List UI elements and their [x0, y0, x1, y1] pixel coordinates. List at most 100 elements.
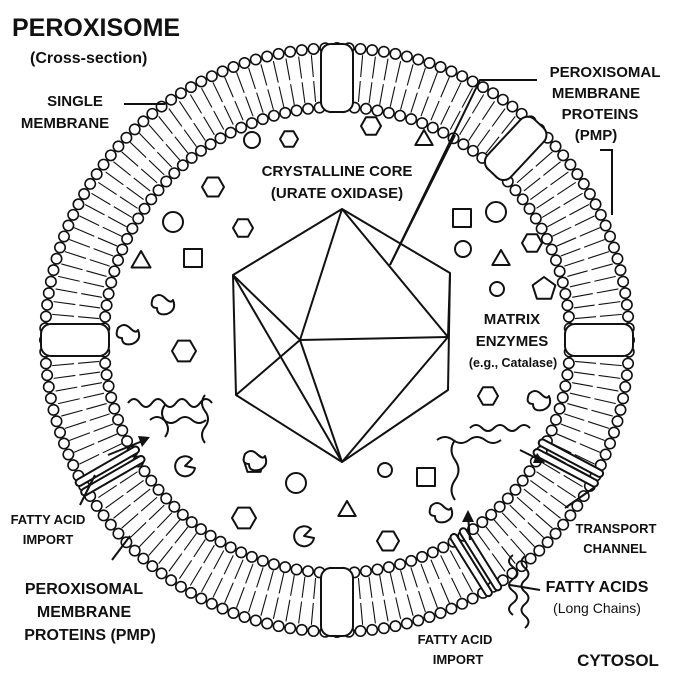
inner-lipid-head [291, 564, 301, 574]
inner-lipid-head [101, 300, 111, 310]
outer-lipid-head [79, 189, 89, 199]
inner-lipid-head [133, 213, 143, 223]
outer-lipid-head [130, 124, 140, 134]
inner-lipid-head [291, 105, 301, 115]
enzyme-hexagon [232, 508, 256, 529]
outer-lipid-head [106, 519, 116, 529]
outer-lipid-head [106, 150, 116, 160]
outer-lipid-head [285, 623, 295, 633]
diagram-subtitle: (Cross-section) [30, 50, 147, 67]
protein-body [321, 568, 353, 636]
pmp-right-leader [600, 150, 612, 215]
outer-lipid-head [207, 599, 217, 609]
fatty-acid-import-left-label: IMPORT [23, 532, 74, 547]
membrane-protein [565, 324, 633, 356]
outer-lipid-head [55, 427, 65, 437]
outer-lipid-head [196, 76, 206, 86]
outer-lipid-head [41, 311, 51, 321]
inner-lipid-head [187, 153, 197, 163]
inner-lipid-head [146, 194, 156, 204]
outer-lipid-head [565, 159, 575, 169]
pmp-bottom-label: MEMBRANE [37, 604, 132, 621]
inner-lipid-head [395, 559, 405, 569]
enzyme-hexagon [172, 341, 196, 362]
outer-lipid-head [196, 593, 206, 603]
outer-lipid-head [435, 608, 445, 618]
inner-lipid-head [551, 255, 561, 265]
inner-lipid-head [196, 524, 206, 534]
inner-lipid-head [417, 118, 427, 128]
outer-lipid-head [609, 427, 619, 437]
outer-lipid-head [46, 276, 56, 286]
enzyme-circle [455, 241, 471, 257]
outer-lipid-head [390, 621, 400, 631]
outer-lipid-head [612, 416, 622, 426]
inner-lipid-head [178, 509, 188, 519]
inner-lipid-head [395, 111, 405, 121]
inner-lipid-head [215, 537, 225, 547]
outer-lipid-head [91, 501, 101, 511]
outer-lipid-head [176, 88, 186, 98]
inner-lipid-head [117, 244, 127, 254]
fatty-acid-import-bottom-label: FATTY ACID [418, 632, 493, 647]
membrane-protein [41, 324, 109, 356]
outer-lipid-head [251, 54, 261, 64]
outer-lipid-head [68, 460, 78, 470]
inner-lipid-head [258, 556, 268, 566]
outer-lipid-head [612, 254, 622, 264]
inner-lipid-head [236, 122, 246, 132]
pmp-bottom-label: PEROXISOMAL [25, 581, 143, 598]
outer-lipid-head [615, 265, 625, 275]
inner-lipid-head [560, 381, 570, 391]
outer-lipid-head [507, 101, 517, 111]
enzyme-square [453, 209, 471, 227]
outer-lipid-head [379, 623, 389, 633]
inner-lipid-head [187, 517, 197, 527]
outer-lipid-head [59, 231, 69, 241]
outer-lipid-head [113, 141, 123, 151]
inner-lipid-head [169, 502, 179, 512]
enzyme-circle [244, 132, 260, 148]
inner-lipid-head [303, 104, 313, 114]
pmp-top-label: PEROXISOMAL [550, 64, 661, 81]
outer-lipid-head [98, 510, 108, 520]
inner-lipid-head [518, 475, 528, 485]
inner-lipid-head [178, 160, 188, 170]
inner-lipid-head [524, 466, 534, 476]
inner-lipid-head [269, 111, 279, 121]
inner-lipid-head [510, 485, 520, 495]
outer-lipid-head [273, 621, 283, 631]
inner-lipid-head [196, 146, 206, 156]
single-membrane-label: SINGLE [47, 93, 103, 110]
inner-lipid-head [406, 114, 416, 124]
inner-lipid-head [458, 139, 468, 149]
outer-lipid-head [620, 288, 630, 298]
inner-lipid-head [564, 312, 574, 322]
outer-lipid-head [600, 220, 610, 230]
outer-lipid-head [239, 58, 249, 68]
outer-lipid-head [435, 62, 445, 72]
outer-lipid-head [42, 300, 52, 310]
inner-lipid-head [205, 139, 215, 149]
outer-lipid-head [446, 66, 456, 76]
outer-lipid-head [618, 276, 628, 286]
outer-lipid-head [498, 94, 508, 104]
protein-body [565, 324, 633, 356]
crystalline-core-label: (URATE OXIDASE) [271, 185, 403, 202]
outer-lipid-head [85, 179, 95, 189]
outer-lipid-head [623, 311, 633, 321]
inner-lipid-head [236, 547, 246, 557]
outer-lipid-head [147, 561, 157, 571]
outer-lipid-head [228, 608, 238, 618]
outer-lipid-head [91, 169, 101, 179]
inner-lipid-head [417, 552, 427, 562]
outer-lipid-head [48, 405, 58, 415]
inner-lipid-head [103, 289, 113, 299]
matrix-enzymes-label: ENZYMES [476, 333, 549, 350]
inner-lipid-head [486, 509, 496, 519]
inner-lipid-head [361, 566, 371, 576]
inner-lipid-head [113, 414, 123, 424]
outer-lipid-head [488, 88, 498, 98]
outer-lipid-head [166, 94, 176, 104]
